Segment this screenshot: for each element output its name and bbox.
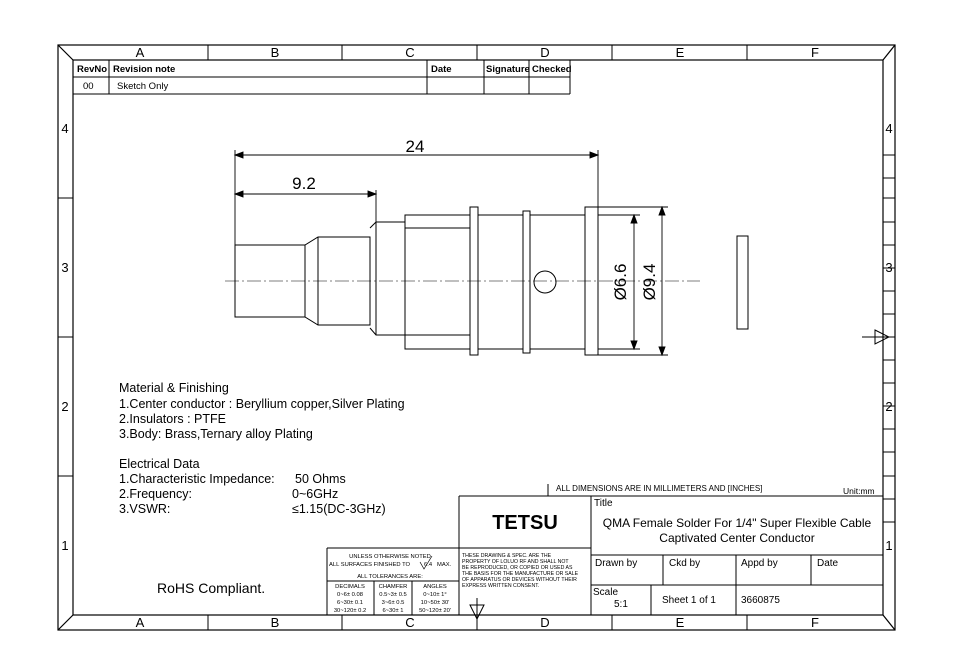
title-line-1: QMA Female Solder For 1/4" Super Flexibl… (603, 516, 872, 530)
zone-left-1: 1 (61, 538, 68, 553)
material-line-1: 1.Center conductor : Beryllium copper,Si… (119, 397, 405, 411)
electrical-label-2: 2.Frequency: (119, 487, 192, 501)
zone-bottom-f: F (811, 615, 819, 630)
dimension-labels: 24 9.2 Ø6.6 Ø9.4 (292, 137, 659, 300)
tolerance-r2-c2: 3~6± 0.5 (382, 600, 405, 606)
connector-drawing (225, 206, 749, 356)
tolerance-header-chamfer: CHAMFER (379, 584, 408, 590)
sheet-number: Sheet 1 of 1 (662, 595, 716, 606)
title-block (326, 484, 883, 615)
copyright-line-5: OF APPARATUS OR DEVICES WITHOUT THEIR (462, 577, 577, 583)
zone-top-d: D (540, 45, 549, 60)
zone-top-a: A (136, 45, 145, 60)
drawn-by-label: Drawn by (595, 558, 637, 569)
zone-right-1: 1 (885, 538, 892, 553)
company-logo: TETSU (492, 512, 558, 534)
tolerance-finish-max: MAX. (437, 562, 452, 568)
tolerance-r2-c1: 6~30± 0.1 (337, 600, 363, 606)
zone-top-f: F (811, 45, 819, 60)
rev-header-checked: Checked (532, 64, 572, 75)
zone-left-2: 2 (61, 399, 68, 414)
rev-header-revno: RevNo (77, 64, 107, 75)
surface-finish-symbol (419, 555, 433, 570)
tolerance-r3-c1: 30~120± 0.2 (334, 608, 366, 614)
rev-row-note: Sketch Only (117, 81, 168, 92)
zone-left-3: 3 (61, 260, 68, 275)
tolerance-r1-c1: 0~6± 0.08 (337, 592, 363, 598)
retaining-washer (736, 235, 749, 330)
dimensions-note: ALL DIMENSIONS ARE IN MILLIMETERS AND [I… (556, 484, 762, 493)
tolerance-header-angles: ANGLES (423, 584, 447, 590)
date-label: Date (817, 558, 839, 569)
electrical-title: Electrical Data (119, 457, 200, 471)
electrical-label-3: 3.VSWR: (119, 502, 170, 516)
material-title: Material & Finishing (119, 381, 229, 395)
centering-marks (469, 329, 895, 630)
zone-left-4: 4 (61, 121, 68, 136)
tolerance-r1-c3: 0~10± 1° (423, 592, 446, 598)
dim-overall-length: 24 (406, 137, 425, 156)
zone-top-b: B (271, 45, 280, 60)
dim-inner-diameter: Ø6.6 (611, 264, 630, 301)
rev-row-revno: 00 (83, 81, 94, 92)
zone-labels: A B C D E F A B C D E F 4 3 2 1 4 3 2 1 (61, 45, 892, 630)
solder-hole (533, 270, 557, 294)
copyright-line-6: EXPRESS WRITTEN CONSENT. (462, 583, 539, 589)
zone-right-2: 2 (885, 399, 892, 414)
zone-bottom-e: E (676, 615, 685, 630)
unit-label: Unit:mm (843, 486, 875, 496)
tolerance-r1-c2: 0.5~3± 0.5 (379, 592, 407, 598)
zone-top-c: C (405, 45, 414, 60)
material-line-2: 2.Insulators : PTFE (119, 412, 226, 426)
dim-front-length: 9.2 (292, 174, 316, 193)
scale-value: 5:1 (614, 599, 628, 610)
tolerance-r3-c2: 6~30± 1 (382, 608, 403, 614)
title-line-2: Captivated Center Conductor (659, 531, 814, 545)
tolerance-line-3: ALL TOLERANCES ARE: (357, 574, 423, 580)
zone-right-3: 3 (885, 260, 892, 275)
copyright-line-3: BE REPRODUCED, OR COPIED OR USED AS (462, 565, 573, 571)
copyright-line-4: THE BASIS FOR THE MANUFACTURE OR SALE (462, 571, 579, 577)
material-line-3: 3.Body: Brass,Ternary alloy Plating (119, 427, 313, 441)
tolerance-header-decimals: DECIMALS (335, 584, 365, 590)
rev-header-signature: Signature (486, 64, 530, 75)
electrical-value-1: 50 Ohms (295, 472, 346, 486)
tolerance-finish-value: 6.4 (424, 562, 433, 568)
border-ticks (883, 154, 895, 523)
notes-block: Material & Finishing 1.Center conductor … (119, 381, 405, 596)
zone-right-4: 4 (885, 121, 892, 136)
scale-label: Scale (593, 587, 618, 598)
dim-outer-diameter: Ø9.4 (640, 264, 659, 301)
tolerance-line-2: ALL SURFACES FINISHED TO (329, 562, 411, 568)
rev-header-note: Revision note (113, 64, 175, 75)
electrical-value-3: ≤1.15(DC-3GHz) (292, 502, 386, 516)
rev-header-date: Date (431, 64, 452, 75)
zone-top-e: E (676, 45, 685, 60)
electrical-label-1: 1.Characteristic Impedance: (119, 472, 275, 486)
drawing-number: 3660875 (741, 595, 780, 606)
electrical-value-2: 0~6GHz (292, 487, 338, 501)
ckd-by-label: Ckd by (669, 558, 700, 569)
copyright-line-2: PROPERTY OF LOLUO RF AND SHALL NOT (462, 559, 569, 565)
tolerance-line-1: UNLESS OTHERWISE NOTED (349, 554, 431, 560)
copyright-line-1: THESE DRAWING & SPEC. ARE THE (462, 553, 552, 559)
tolerance-r3-c3: 50~120± 20' (419, 608, 451, 614)
title-block-text: ALL DIMENSIONS ARE IN MILLIMETERS AND [I… (329, 484, 875, 614)
tolerance-r2-c3: 10~50± 30' (421, 600, 450, 606)
zone-bottom-d: D (540, 615, 549, 630)
appd-by-label: Appd by (741, 558, 778, 569)
rohs-note: RoHS Compliant. (157, 580, 265, 596)
dimension-lines (233, 150, 668, 357)
zone-bottom-a: A (136, 615, 145, 630)
zone-bottom-b: B (271, 615, 280, 630)
revision-table: RevNo Revision note Date Signature Check… (73, 60, 572, 95)
title-label: Title (594, 498, 613, 509)
zone-bottom-c: C (405, 615, 414, 630)
